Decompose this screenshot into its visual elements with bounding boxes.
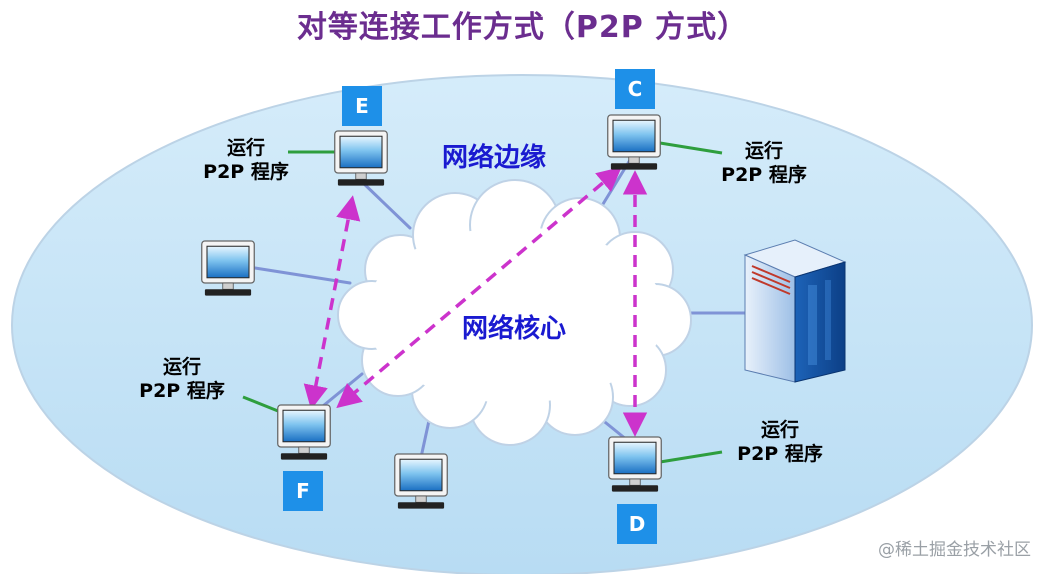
node-badge-d: D <box>617 504 657 544</box>
annotation-f-line1: 运行 <box>162 356 201 378</box>
diagram-title: 对等连接工作方式（P2P 方式） <box>296 10 749 45</box>
annotation-c-line1: 运行 <box>744 140 783 162</box>
network-edge-label: 网络边缘 <box>442 143 547 173</box>
annotation-e: 运行 P2P 程序 <box>196 136 296 184</box>
annotation-d-line2: P2P 程序 <box>737 443 823 465</box>
network-core-label: 网络核心 <box>462 314 567 344</box>
node-badge-f: F <box>283 471 323 511</box>
annotation-e-line1: 运行 <box>226 137 265 159</box>
annotation-d-line1: 运行 <box>760 419 799 441</box>
annotation-d: 运行 P2P 程序 <box>730 418 830 466</box>
p2p-arrow-e-f <box>303 195 361 410</box>
node-badge-e: E <box>342 86 382 126</box>
annotation-e-line2: P2P 程序 <box>203 161 289 183</box>
p2p-arrow-c-f <box>336 166 622 409</box>
watermark: @稀土掘金技术社区 <box>878 540 1031 560</box>
p2p-connections <box>303 166 648 437</box>
server-icon <box>743 239 847 383</box>
annotation-f: 运行 P2P 程序 <box>132 355 232 403</box>
annotation-c: 运行 P2P 程序 <box>714 139 814 187</box>
annotation-c-line2: P2P 程序 <box>721 164 807 186</box>
annotation-f-line2: P2P 程序 <box>139 380 225 402</box>
annotation-lines <box>242 141 723 464</box>
node-badge-c: C <box>615 69 655 109</box>
